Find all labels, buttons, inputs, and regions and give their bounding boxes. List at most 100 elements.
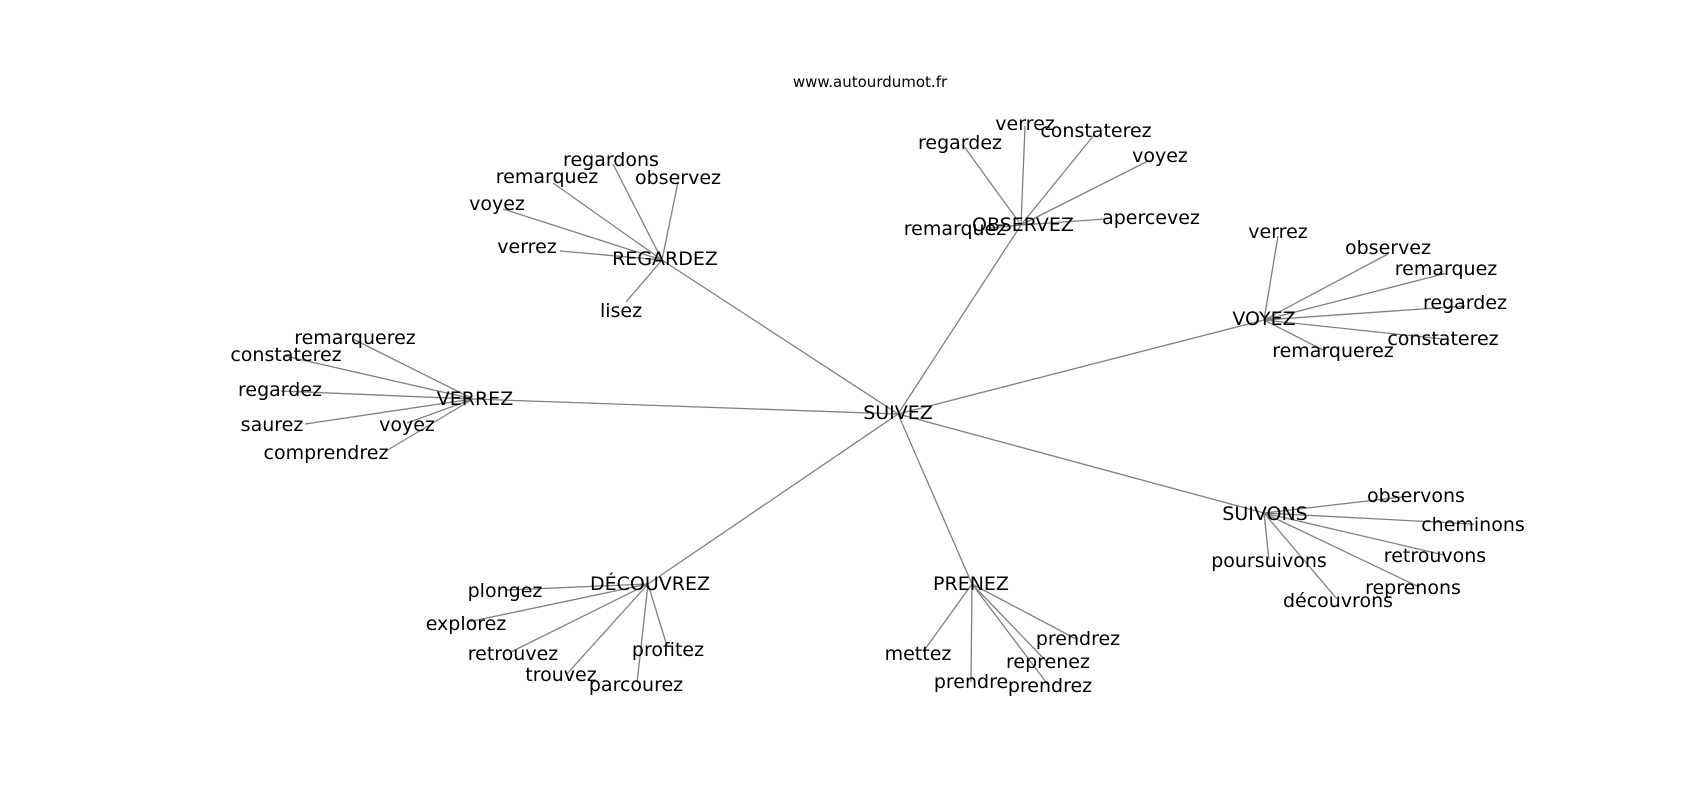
edge-group-leaf xyxy=(510,583,649,653)
edge-group-leaf xyxy=(1263,512,1475,525)
edge-group-leaf xyxy=(1263,512,1418,587)
leaf-word-label: remarquez xyxy=(496,166,599,188)
leaf-word-label: prendrez xyxy=(1036,628,1120,650)
leaf-word-label: lisez xyxy=(600,300,642,322)
leaf-word-label: remarquerez xyxy=(294,327,416,349)
leaf-word-label: prendrez xyxy=(1008,675,1092,697)
edge-group-leaf xyxy=(559,250,663,261)
group-word-label: VERREZ xyxy=(437,388,513,410)
edge-group-leaf xyxy=(1263,319,1444,340)
leaf-word-label: constaterez xyxy=(1387,328,1498,350)
edge-group-leaf xyxy=(661,181,679,261)
edge-group-leaf xyxy=(1263,253,1389,321)
leaf-word-label: parcourez xyxy=(589,674,683,696)
edge-group-leaf xyxy=(962,144,1022,226)
source-credit: www.autourdumot.fr xyxy=(793,73,948,91)
edge-group-leaf xyxy=(636,583,649,684)
center-word-label: SUIVEZ xyxy=(863,402,933,424)
edge-center-group xyxy=(647,413,899,585)
group-word-label: VOYEZ xyxy=(1232,308,1295,330)
leaf-word-label: observez xyxy=(1345,237,1431,259)
leaf-word-label: prendre xyxy=(934,671,1008,693)
leaf-word-label: voyez xyxy=(379,414,435,436)
edge-center-group xyxy=(897,319,1265,415)
edge-group-leaf xyxy=(304,398,474,425)
leaf-word-label: comprendrez xyxy=(264,442,389,464)
edge-group-leaf xyxy=(565,583,649,676)
leaf-word-label: reprenez xyxy=(1006,651,1090,673)
leaf-word-label: reprenons xyxy=(1365,577,1461,599)
leaf-word-label: observons xyxy=(1367,485,1465,507)
edge-group-leaf xyxy=(502,208,663,261)
leaf-word-label: remarquez xyxy=(1395,258,1498,280)
edge-group-leaf xyxy=(1263,496,1403,514)
edge-group-leaf xyxy=(625,259,663,303)
group-word-label: PRENEZ xyxy=(933,573,1009,595)
edge-group-leaf xyxy=(970,583,973,683)
leaf-word-label: plongez xyxy=(468,580,543,602)
edge-group-leaf xyxy=(1263,235,1279,321)
leaf-word-label: observez xyxy=(635,167,721,189)
leaf-word-label: verrez xyxy=(995,113,1054,135)
leaf-word-label: voyez xyxy=(469,193,525,215)
group-word-label: REGARDEZ xyxy=(612,248,718,270)
edge-group-leaf xyxy=(352,338,474,400)
group-word-label: SUIVONS xyxy=(1222,503,1307,525)
edge-group-leaf xyxy=(280,390,474,400)
leaf-word-label: regardez xyxy=(918,132,1002,154)
edge-center-group xyxy=(897,224,1022,415)
edge-center-group xyxy=(661,259,899,415)
edge-group-leaf xyxy=(1263,319,1324,351)
edge-group-leaf xyxy=(284,355,474,400)
edge-group-leaf xyxy=(467,583,649,623)
leaf-word-label: saurez xyxy=(241,414,304,436)
leaf-word-label: regardez xyxy=(1423,292,1507,314)
leaf-word-label: poursuivons xyxy=(1211,550,1327,572)
leaf-word-label: remarquez xyxy=(904,218,1007,240)
leaf-word-label: retrouvez xyxy=(468,643,559,665)
edge-group-leaf xyxy=(1263,305,1466,321)
leaf-word-label: retrouvons xyxy=(1384,545,1486,567)
leaf-word-label: mettez xyxy=(885,643,952,665)
leaf-word-label: cheminons xyxy=(1421,514,1525,536)
edge-group-leaf xyxy=(1020,159,1151,226)
leaf-word-label: constaterez xyxy=(230,344,341,366)
edge-group-leaf xyxy=(971,583,1048,663)
group-word-label: OBSERVEZ xyxy=(972,214,1074,236)
edge-group-leaf xyxy=(1263,512,1338,600)
edge-group-leaf xyxy=(1020,218,1106,226)
edge-group-leaf xyxy=(612,163,663,261)
edge-center-group xyxy=(897,413,973,585)
leaf-word-label: regardez xyxy=(238,379,322,401)
leaf-word-label: profitez xyxy=(632,639,704,661)
edge-center-group xyxy=(472,398,899,415)
edge-group-leaf xyxy=(922,583,973,653)
edge-group-leaf xyxy=(552,182,663,261)
leaf-word-label: apercevez xyxy=(1102,207,1200,229)
leaf-word-label: verrez xyxy=(1248,221,1307,243)
edge-group-leaf xyxy=(1020,134,1095,226)
edge-group-leaf xyxy=(971,583,1050,687)
leaf-word-label: remarquerez xyxy=(1272,340,1394,362)
edge-group-leaf xyxy=(406,398,474,424)
edge-group-leaf xyxy=(1263,512,1270,561)
leaf-word-label: verrez xyxy=(497,236,556,258)
leaf-word-label: explorez xyxy=(426,613,507,635)
edge-group-leaf xyxy=(505,583,649,591)
edge-group-leaf xyxy=(385,398,474,452)
group-word-label: DÉCOUVREZ xyxy=(590,572,710,595)
leaf-word-label: trouvez xyxy=(525,664,596,686)
graph-edges xyxy=(280,125,1475,687)
edge-group-leaf xyxy=(971,583,1079,641)
leaf-word-label: découvrons xyxy=(1283,590,1393,612)
leaf-word-label: constaterez xyxy=(1040,120,1151,142)
edge-group-leaf xyxy=(1263,512,1445,556)
edge-group-leaf xyxy=(989,224,1022,229)
leaf-word-label: regardons xyxy=(563,149,659,171)
edge-group-leaf xyxy=(647,583,668,647)
leaf-word-label: voyez xyxy=(1132,145,1188,167)
edge-center-group xyxy=(897,413,1265,514)
edge-group-leaf xyxy=(1263,272,1448,321)
